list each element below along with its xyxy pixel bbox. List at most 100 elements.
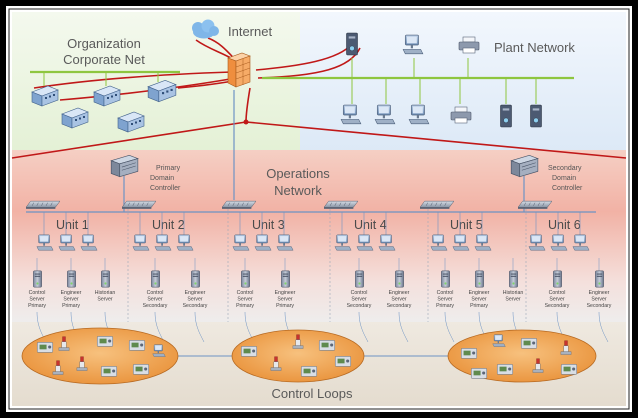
server-label: Secondary	[587, 303, 612, 309]
field-device-icon	[318, 339, 336, 351]
server-icon	[280, 270, 291, 288]
server-label: Secondary	[347, 303, 372, 309]
dc-secondary-l2: Domain	[552, 175, 576, 182]
server-label: Engineer	[469, 290, 490, 296]
field-device-icon	[132, 363, 150, 375]
network-switch-icon	[518, 200, 552, 210]
tower-server-icon	[499, 104, 513, 128]
server-label: Primary	[470, 303, 488, 309]
units-layer: Unit 1 Unit 2 Unit 3 Unit 4 Unit 5 Unit 6 Cont…	[26, 200, 612, 343]
field-device-icon	[334, 355, 352, 367]
server-label: Server	[391, 297, 407, 303]
cloud-icon	[192, 19, 219, 39]
server-label: Server	[97, 297, 113, 303]
server-label: Server	[351, 297, 367, 303]
server-label: Server	[29, 297, 45, 303]
server-label: Primary	[28, 303, 46, 309]
server-icon	[594, 270, 605, 288]
unit-label: Unit 1	[56, 218, 89, 232]
server-icon	[100, 270, 111, 288]
server-label: Historian	[95, 290, 116, 296]
network-switch-icon	[222, 200, 256, 210]
network-switch-icon	[324, 200, 358, 210]
server-icon	[474, 270, 485, 288]
server-label: Server	[591, 297, 607, 303]
network-switch-icon	[420, 200, 454, 210]
unit-label: Unit 5	[450, 218, 483, 232]
dc-secondary-l3: Controller	[552, 185, 583, 192]
field-device-icon	[240, 345, 258, 357]
server-icon	[552, 270, 563, 288]
server-label: Control	[147, 290, 164, 296]
operations-title-2: Network	[274, 183, 322, 198]
dc-primary-l1: Primary	[156, 165, 181, 172]
unit-label: Unit 3	[252, 218, 285, 232]
server-label: Primary	[236, 303, 254, 309]
server-label: Secondary	[183, 303, 208, 309]
server-label: Control	[437, 290, 454, 296]
field-device-icon	[496, 363, 514, 375]
server-cable	[598, 311, 609, 343]
server-label: Server	[63, 297, 79, 303]
field-device-icon	[560, 363, 578, 375]
internet-title: Internet	[228, 24, 272, 39]
server-icon	[354, 270, 365, 288]
server-label: Engineer	[589, 290, 610, 296]
field-device-icon	[470, 367, 488, 379]
field-device-icon	[460, 347, 478, 359]
field-device-icon	[100, 365, 118, 377]
server-label: Engineer	[185, 290, 206, 296]
server-label: Server	[471, 297, 487, 303]
control-loops-title: Control Loops	[272, 386, 353, 401]
field-device-icon	[300, 365, 318, 377]
server-label: Historian	[503, 290, 524, 296]
unit-label: Unit 2	[152, 218, 185, 232]
operations-title-1: Operations	[266, 166, 330, 181]
field-device-icon	[520, 337, 538, 349]
server-cable	[398, 311, 409, 343]
unit-label: Unit 6	[548, 218, 581, 232]
corporate-title-1: Organization	[67, 36, 141, 51]
server-cable	[194, 311, 205, 343]
server-label: Secondary	[143, 303, 168, 309]
corporate-title-2: Corporate Net	[63, 52, 145, 67]
server-icon	[190, 270, 201, 288]
unit-label: Unit 4	[354, 218, 387, 232]
tower-server-icon	[345, 32, 359, 56]
server-cable	[358, 311, 369, 343]
server-icon	[32, 270, 43, 288]
plant-network-title: Plant Network	[494, 40, 575, 55]
server-label: Control	[351, 290, 368, 296]
server-label: Secondary	[545, 303, 570, 309]
lan-backbones	[30, 70, 574, 80]
server-label: Server	[187, 297, 203, 303]
server-label: Primary	[62, 303, 80, 309]
firewall-icon	[227, 52, 251, 88]
network-switch-icon	[122, 200, 156, 210]
field-device-icon	[128, 339, 146, 351]
server-label: Server	[437, 297, 453, 303]
server-icon	[394, 270, 405, 288]
server-label: Engineer	[61, 290, 82, 296]
server-label: Control	[237, 290, 254, 296]
server-label: Server	[505, 297, 521, 303]
dc-secondary-l1: Secondary	[548, 165, 582, 172]
server-label: Engineer	[275, 290, 296, 296]
server-cable	[444, 311, 455, 343]
server-icon	[150, 270, 161, 288]
field-device-icon	[96, 335, 114, 347]
server-label: Server	[277, 297, 293, 303]
field-device-icon	[36, 341, 54, 353]
server-icon	[440, 270, 451, 288]
server-label: Primary	[436, 303, 454, 309]
server-label: Secondary	[387, 303, 412, 309]
server-label: Primary	[276, 303, 294, 309]
server-label: Server	[237, 297, 253, 303]
network-switch-icon	[26, 200, 60, 210]
server-icon	[66, 270, 77, 288]
server-label: Engineer	[389, 290, 410, 296]
tower-server-icon	[529, 104, 543, 128]
server-icon	[240, 270, 251, 288]
